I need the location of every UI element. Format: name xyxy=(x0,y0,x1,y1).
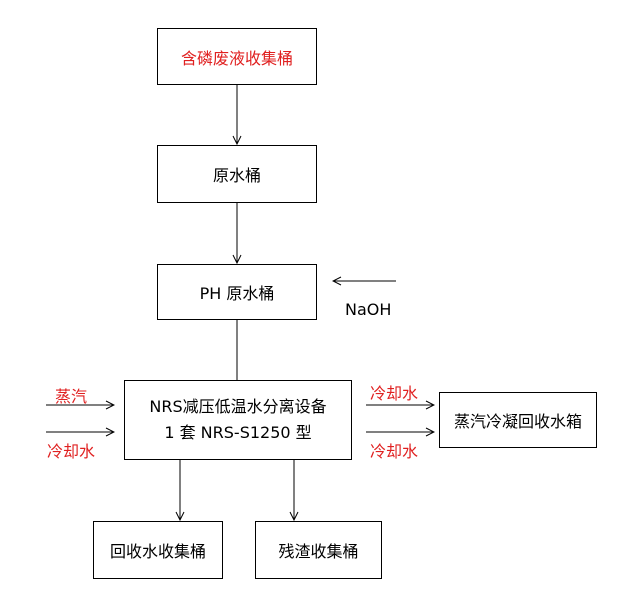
nrs-equipment-node: NRS减压低温水分离设备 1 套 NRS-S1250 型 xyxy=(124,380,352,460)
nrs-name-line: NRS减压低温水分离设备 xyxy=(149,397,327,417)
ph-bucket-label: PH 原水桶 xyxy=(199,284,275,303)
raw-bucket-node: 原水桶 xyxy=(157,145,317,203)
condensate-tank-label: 蒸汽冷凝回收水箱 xyxy=(453,412,582,431)
nrs-model-line: 1 套 NRS-S1250 型 xyxy=(164,423,312,442)
raw-bucket-label: 原水桶 xyxy=(212,166,261,185)
recovered-bucket-label: 回收水收集桶 xyxy=(109,542,206,561)
recovered-bucket-node: 回收水收集桶 xyxy=(93,521,223,579)
ph-bucket-node: PH 原水桶 xyxy=(157,264,317,320)
residue-bucket-label: 残渣收集桶 xyxy=(278,542,359,561)
steam-in-label: 蒸汽 xyxy=(55,387,88,406)
naoh-label: NaOH xyxy=(345,300,392,319)
cooling-in-label: 冷却水 xyxy=(47,442,96,461)
condensate-tank-node: 蒸汽冷凝回收水箱 xyxy=(439,392,597,448)
residue-bucket-node: 残渣收集桶 xyxy=(255,521,382,579)
waste-bucket-label: 含磷废液收集桶 xyxy=(180,48,293,68)
waste-bucket-node: 含磷废液收集桶 xyxy=(157,28,317,85)
cooling-out-bottom-label: 冷却水 xyxy=(370,442,419,461)
cooling-out-top-label: 冷却水 xyxy=(370,384,419,403)
